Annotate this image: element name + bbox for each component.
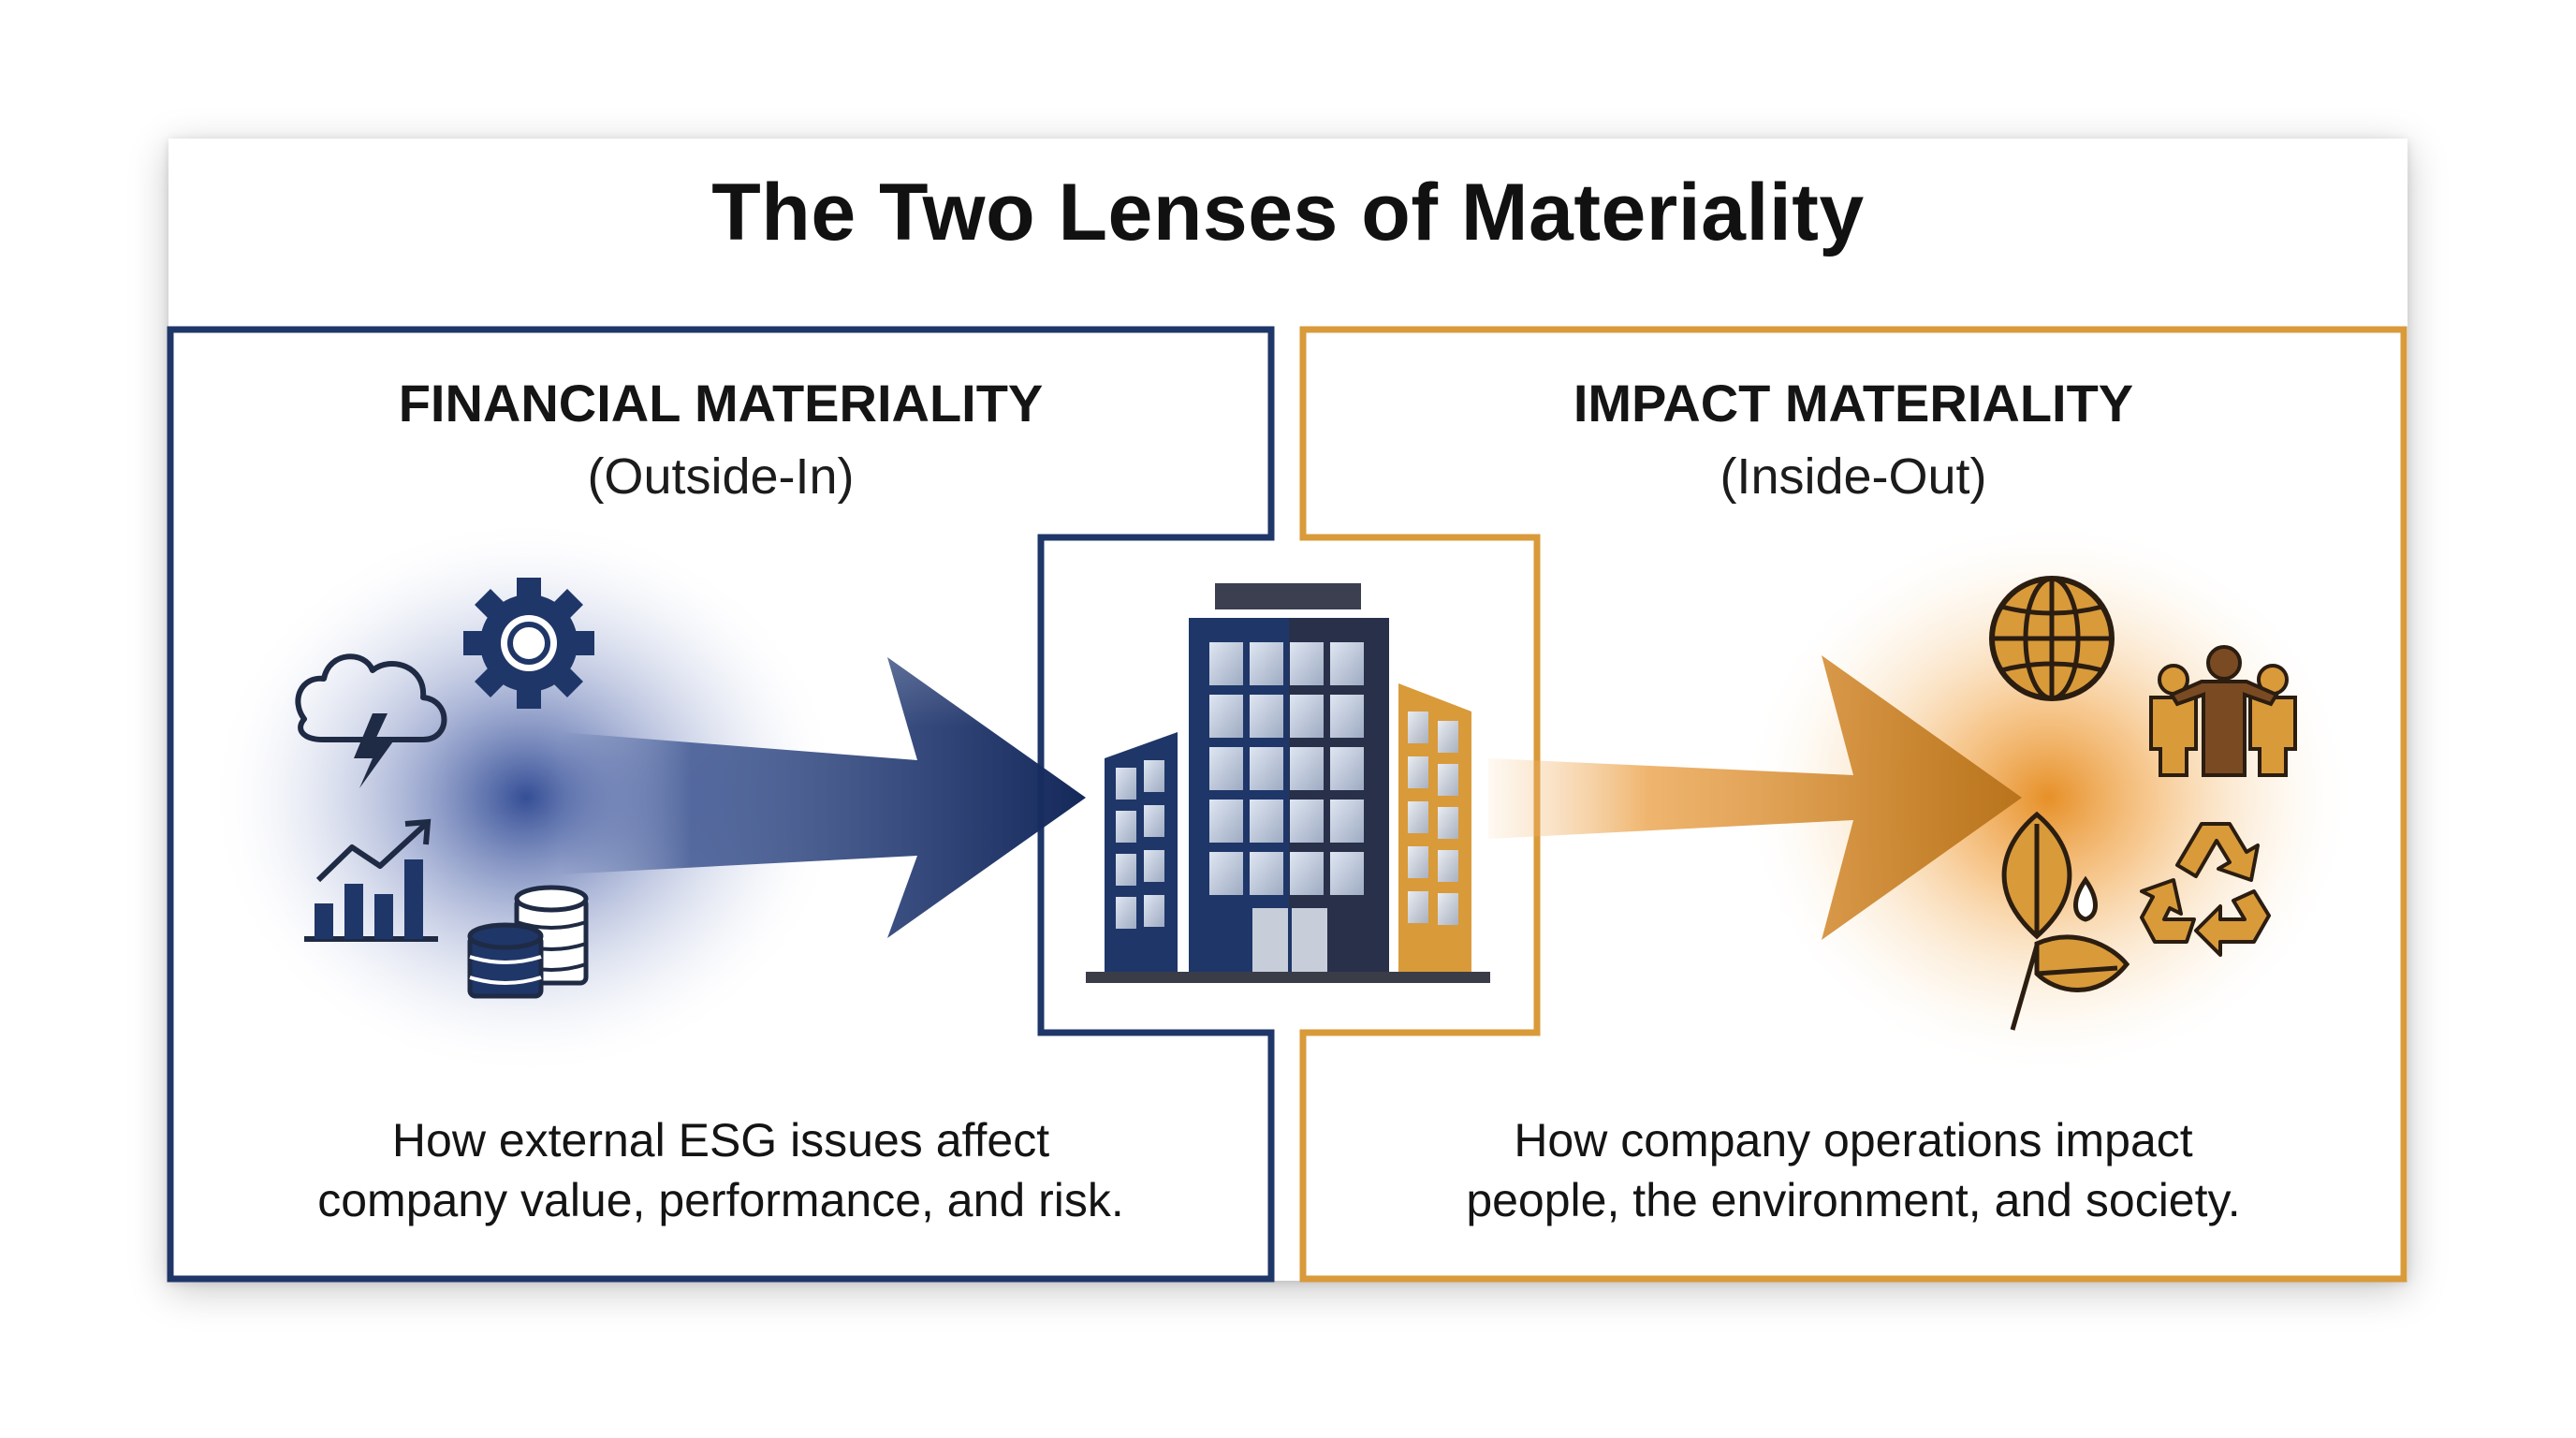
financial-panel-frame: [167, 326, 1275, 1283]
inside-out-arrow: [1488, 655, 2022, 940]
impact-materiality-description: How company operations impact people, th…: [1305, 1110, 2402, 1230]
impact-materiality-subheading: (Inside-Out): [1720, 448, 1987, 505]
financial-materiality-heading: FINANCIAL MATERIALITY: [398, 374, 1044, 433]
impact-description-line-2: people, the environment, and society.: [1466, 1174, 2241, 1226]
outside-in-arrow: [560, 657, 1086, 938]
office-building-icon: [1086, 583, 1490, 983]
impact-description-line-1: How company operations impact: [1514, 1114, 2193, 1167]
impact-panel-frame: [1299, 326, 2408, 1283]
bar-chart-growth-icon: [304, 818, 438, 942]
coin-stack-icon: [467, 885, 589, 999]
people-community-icon: [2149, 645, 2297, 777]
storm-cloud-icon: [295, 653, 447, 788]
gear-icon: [463, 578, 594, 709]
financial-materiality-subheading: (Outside-In): [587, 448, 855, 505]
impact-materiality-heading: IMPACT MATERIALITY: [1573, 374, 2134, 433]
page-title: The Two Lenses of Materiality: [711, 168, 1865, 257]
globe-icon: [1989, 576, 2115, 701]
leaf-water-icon: [2001, 811, 2130, 1031]
financial-materiality-description: How external ESG issues affect company v…: [172, 1110, 1269, 1230]
financial-description-line-2: company value, performance, and risk.: [317, 1174, 1124, 1226]
recycle-icon: [2140, 822, 2271, 957]
financial-description-line-1: How external ESG issues affect: [391, 1114, 1050, 1167]
